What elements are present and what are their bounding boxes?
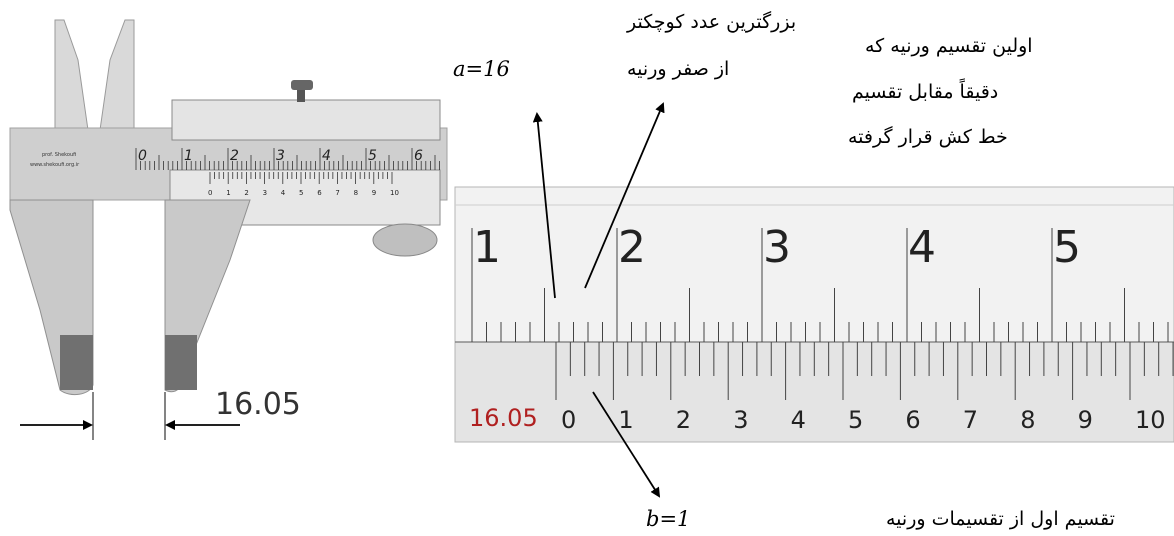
annotation-right-line2: دقیقاً مقابل تقسیم [852,78,998,103]
vernier-number: 3 [733,406,748,434]
thumb-wheel [372,223,438,257]
zoom-main-scale-numbers: 1 2 3 4 5 [473,222,1081,273]
caliper-vernier-number: 2 [244,189,248,197]
main-scale-number: 3 [763,222,791,273]
caliper-vernier-scale-numbers: 0 1 2 3 4 5 6 7 8 9 10 [208,189,399,197]
main-scale-number: 4 [908,222,936,273]
zoomed-scale: 1 2 3 4 5 0 1 2 3 4 5 6 7 8 9 10 16.05 [454,186,1174,443]
caliper-main-number: 6 [414,148,423,164]
upper-fixed-jaw [54,19,89,131]
main-scale-number: 2 [618,222,646,273]
caliper-vernier-number: 7 [335,189,339,197]
arrow-to-largest-number [532,112,556,299]
caliper-main-number: 2 [230,148,239,164]
annotation-top-line1: بزرگترین عدد کوچکتر [626,10,796,33]
caliper-vernier-number: 9 [372,189,376,197]
vernier-number: 4 [791,406,806,434]
annotation-right-line3: خط کش قرار گرفته [848,125,1008,148]
vernier-number: 7 [963,406,978,434]
caliper-vernier-number: 5 [299,189,303,197]
lower-fixed-jaw-tip [60,335,93,390]
caliper-vernier-number: 6 [317,189,322,197]
vernier-number: 1 [618,406,633,434]
caliper-main-scale-numbers: 0 1 2 3 4 5 6 [138,148,423,164]
arrow-to-first-vernier-division [592,391,661,498]
main-scale-number: 5 [1053,222,1081,273]
caliper-vernier-number: 8 [354,189,358,197]
caliper-main-scale [135,148,441,170]
vernier-number: 9 [1078,406,1093,434]
caliper-reading: 16.05 [215,387,301,422]
caliper-main-number: 4 [322,148,331,164]
thumb-screw-stem [297,88,305,102]
annotation-right-line1: اولین تقسیم ورنیه که [865,35,1033,57]
zoom-vernier-scale [555,342,1174,400]
arrow-to-aligned-division [584,102,665,289]
vernier-number: 6 [905,406,920,434]
upper-sliding-jaw [99,19,135,131]
vernier-number: 8 [1020,406,1035,434]
caliper-main-number: 5 [368,148,377,164]
caliper-main-number: 0 [138,148,147,164]
caliper-vernier-scale [209,172,393,184]
annotation-top-line2-text: از صفر ورنیه [627,58,729,80]
annotations: بزرگترین عدد کوچکتر از صفر ورنیه a=16 او… [453,10,1115,531]
caliper-main-number: 1 [184,148,193,164]
caliper-vernier-number: 0 [208,189,212,197]
caliper-vernier-number: 1 [226,189,230,197]
zoom-reading: 16.05 [469,404,538,432]
vernier-number: 0 [561,406,576,434]
vernier-number: 10 [1135,406,1166,434]
caliper-vernier-number: 4 [281,189,286,197]
annotation-bottom-text: تقسیم اول از تقسیمات ورنیه [886,508,1115,530]
zoom-vernier-scale-numbers: 0 1 2 3 4 5 6 7 8 9 10 [561,406,1166,434]
vernier-number: 2 [676,406,691,434]
zoom-main-scale [471,228,1169,342]
vernier-number: 5 [848,406,863,434]
caliper-stamp-line2: www.shekoufi.org.ir [30,162,80,168]
caliper-vernier-number: 10 [390,189,399,197]
annotation-bottom-formula: b=1 [646,507,690,531]
lower-sliding-jaw-tip [165,335,197,390]
caliper-main-number: 3 [276,148,285,164]
annotation-top-formula: a=16 [453,57,510,81]
thumb-screw-head [291,80,313,90]
main-scale-band [454,186,1174,343]
caliper-vernier-number: 3 [263,189,267,197]
main-scale-number: 1 [473,222,501,273]
caliper-illustration: prof. Shekoufi www.shekoufi.org.ir 0 1 2 3 4… [9,19,448,440]
depth-slide [171,99,441,141]
caliper-stamp-line1: prof. Shekoufi [42,152,76,158]
